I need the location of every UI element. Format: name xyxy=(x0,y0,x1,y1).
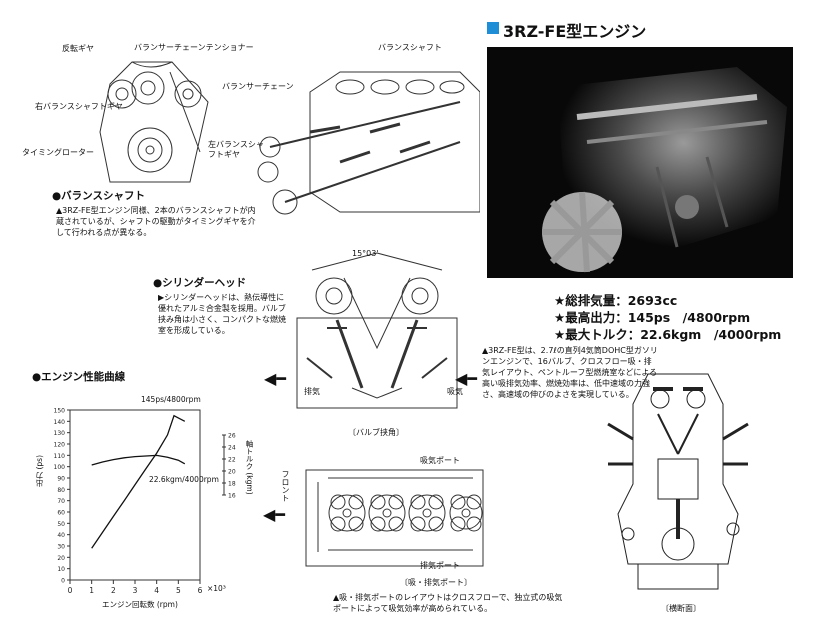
spec-torque: ★最大トルク：22.6kgm /4000rpm xyxy=(554,327,782,342)
y2-tick-label: 18 xyxy=(228,481,236,488)
y-tick-label: 50 xyxy=(57,521,65,528)
y-tick-label: 0 xyxy=(61,578,65,585)
y2-tick-label: 16 xyxy=(228,493,236,500)
x-tick-label: 2 xyxy=(111,586,116,595)
arrow-left-icon: ◀━ xyxy=(264,369,286,388)
balance-shaft-drawing xyxy=(99,61,480,215)
label-reverse-gear: 反転ギヤ xyxy=(62,44,94,53)
y-tick-label: 130 xyxy=(54,430,66,437)
x-tick-label: 6 xyxy=(198,586,203,595)
chart-heading: ●エンジン性能曲線 xyxy=(32,371,126,383)
cross-section-caption: 〔横断面〕 xyxy=(661,604,701,613)
x-axis-title: エンジン回転数 (rpm) xyxy=(102,600,178,609)
x-tick-label: 1 xyxy=(89,586,94,595)
y-tick-label: 110 xyxy=(54,453,66,460)
y-tick-label: 150 xyxy=(54,408,66,415)
x-tick-label: 4 xyxy=(154,586,159,595)
x-tick-label: 3 xyxy=(133,586,138,595)
exhaust-port-label: 排気ポート xyxy=(420,561,460,570)
x-multiplier: ×10³ xyxy=(207,584,226,593)
y2-tick-label: 26 xyxy=(228,433,236,440)
left-axis-title: 出力 (ps) xyxy=(35,455,44,487)
label-right-shaft-gear: 右バランスシャフトギヤ xyxy=(35,102,123,111)
intake-label: 吸気 xyxy=(447,387,463,396)
label-chain: バランサーチェーン xyxy=(222,82,294,91)
y2-tick-label: 22 xyxy=(228,457,236,464)
engine-photo xyxy=(487,47,793,278)
y-tick-label: 70 xyxy=(57,498,65,505)
y-tick-label: 140 xyxy=(54,419,66,426)
spec-power: ★最高出力：145ps /4800rpm xyxy=(554,310,751,325)
y-tick-label: 120 xyxy=(54,442,66,449)
intake-port-label: 吸気ポート xyxy=(420,456,460,465)
power-peak-label: 145ps/4800rpm xyxy=(141,395,201,404)
label-timing-rotor: タイミングローター xyxy=(22,148,94,157)
page-title: 3RZ-FE型エンジン xyxy=(503,22,647,41)
torque-curve xyxy=(91,454,186,466)
y-tick-label: 30 xyxy=(57,544,65,551)
x-tick-label: 0 xyxy=(68,586,73,595)
y-tick-label: 90 xyxy=(57,476,65,483)
x-tick-label: 5 xyxy=(176,586,181,595)
y2-tick-label: 20 xyxy=(228,469,236,476)
valve-angle-figure-caption: 〔バルブ挟角〕 xyxy=(348,428,404,437)
balance-shaft-caption: ▲3RZ-FE型エンジン同様、2本のバランスシャフトが内蔵されているが、シャフト… xyxy=(56,206,256,237)
y-tick-label: 10 xyxy=(57,566,65,573)
front-label: フロント xyxy=(281,470,290,502)
y-tick-label: 80 xyxy=(57,487,65,494)
ports-figure-caption: 〔吸・排気ポート〕 xyxy=(400,578,472,587)
valve-angle-label: 15°03' xyxy=(352,249,379,258)
valve-angle-drawing xyxy=(296,252,458,409)
spec-displacement: ★総排気量：2693cc xyxy=(554,293,678,308)
plot-frame xyxy=(69,409,201,581)
y-tick-label: 40 xyxy=(57,532,65,539)
cylinder-head-caption: ▶シリンダーヘッドは、熱伝導性に優れたアルミ合金製を採用。バルブ挟み角は小さく、… xyxy=(158,293,286,335)
balance-shaft-heading: ●バランスシャフト xyxy=(52,190,145,202)
title-square-icon xyxy=(487,22,499,34)
y2-tick-label: 24 xyxy=(228,445,236,452)
label-tensioner: バランサーチェーンテンショナー xyxy=(134,43,254,52)
cylinder-head-heading: ●シリンダーヘッド xyxy=(153,277,247,289)
power-curve xyxy=(91,414,186,549)
arrow-left-icon: ◀━ xyxy=(455,369,477,388)
ports-caption: ▲吸・排気ポートのレイアウトはクロスフローで、独立式の吸気ポートによって吸気効率… xyxy=(333,593,563,613)
torque-peak-label: 22.6kgm/4000rpm xyxy=(149,475,219,484)
engine-caption: ▲3RZ-FE型は、2.7ℓの直列4気筒DOHC型ガソリンエンジンで、16バルブ… xyxy=(482,346,658,399)
right-axis-title: 軸トルク (kgm) xyxy=(245,440,254,495)
arrow-left-icon: ◀━ xyxy=(263,505,285,524)
label-left-shaft-gear: 左バランスシャフトギヤ xyxy=(208,140,264,159)
ports-drawing xyxy=(305,469,484,567)
y-tick-label: 20 xyxy=(57,555,65,562)
y-tick-label: 60 xyxy=(57,510,65,517)
cross-section-drawing xyxy=(607,373,749,590)
y-tick-label: 100 xyxy=(54,464,66,471)
label-balance-shaft: バランスシャフト xyxy=(378,43,442,52)
exhaust-label: 排気 xyxy=(304,387,320,396)
